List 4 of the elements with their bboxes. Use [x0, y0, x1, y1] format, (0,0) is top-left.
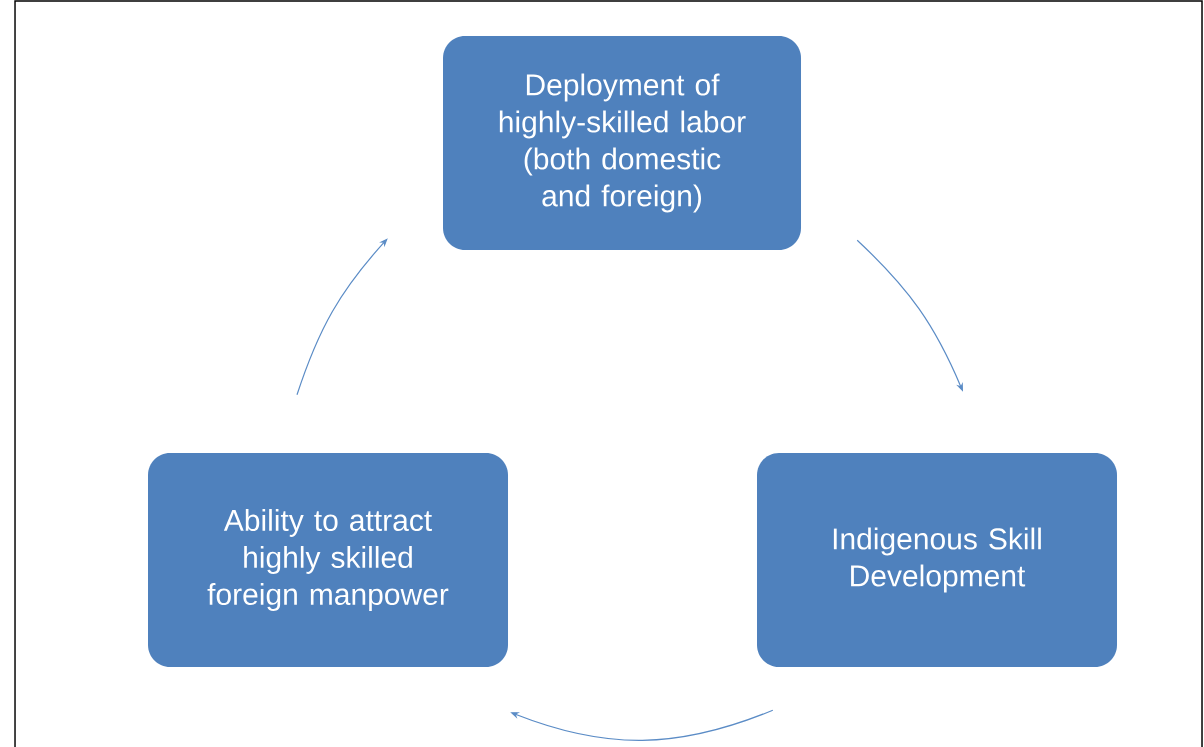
process-box: Ability to attract highly skilled foreign manpower — [148, 453, 508, 667]
process-box: Deployment of highly-skilled labor (both domestic and foreign) — [443, 36, 801, 250]
arrow — [296, 238, 388, 396]
process-box: Indigenous Skill Development — [757, 453, 1117, 667]
